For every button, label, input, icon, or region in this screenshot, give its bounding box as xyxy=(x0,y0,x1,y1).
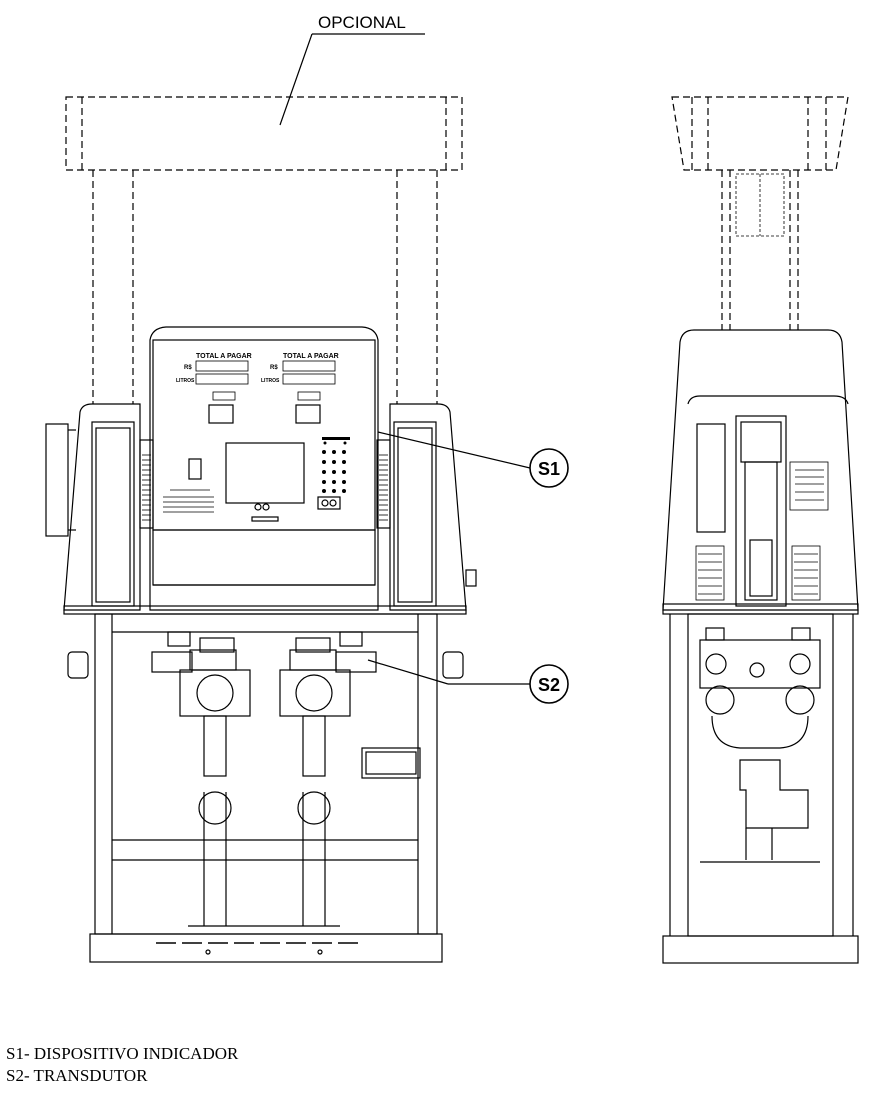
meter-right xyxy=(279,631,377,926)
side-fittings xyxy=(67,651,464,679)
side-body xyxy=(662,329,859,964)
left-cabinet xyxy=(45,403,154,611)
side-optional-canopy xyxy=(671,96,849,404)
liters-label-left: LITROS xyxy=(176,378,195,384)
currency-label-left: R$ xyxy=(184,365,192,371)
callout-s1-label: S1 xyxy=(538,459,560,479)
side-hose xyxy=(696,423,726,533)
left-vent xyxy=(142,454,151,521)
optional-leader xyxy=(279,33,425,126)
total-heading-left: TOTAL A PAGAR xyxy=(196,353,252,360)
info-lines xyxy=(163,489,214,513)
side-canopy-vent xyxy=(735,173,785,237)
liters-label-right: LITROS xyxy=(261,378,280,384)
callout-s1 xyxy=(377,431,569,488)
digit-displays xyxy=(195,360,336,401)
optional-canopy xyxy=(65,96,463,408)
side-nozzle xyxy=(735,415,787,607)
card-screen xyxy=(188,442,305,504)
side-view xyxy=(662,96,859,964)
total-heading-right: TOTAL A PAGAR xyxy=(283,353,339,360)
currency-label-right: R$ xyxy=(270,365,278,371)
display-panel: TOTAL A PAGAR TOTAL A PAGAR R$ R$ LITROS… xyxy=(176,353,339,384)
keypad-frame xyxy=(251,496,341,522)
hydraulic-frame xyxy=(63,605,467,963)
meter-left xyxy=(151,631,251,926)
keypad xyxy=(322,437,350,493)
side-vents xyxy=(695,545,821,601)
base-holes xyxy=(205,949,323,955)
right-vent xyxy=(379,454,388,521)
nozzle-buttons xyxy=(208,404,321,424)
right-cabinet xyxy=(376,403,477,611)
optional-label: OPCIONAL xyxy=(318,13,406,32)
legend: S1- DISPOSITIVO INDICADOR S2- TRANSDUTOR xyxy=(6,1043,238,1087)
callout-s2-label: S2 xyxy=(538,675,560,695)
legend-item-s2: S2- TRANSDUTOR xyxy=(6,1066,148,1085)
side-plate xyxy=(789,461,829,511)
junction-box xyxy=(361,747,421,779)
legend-item-s1: S1- DISPOSITIVO INDICADOR xyxy=(6,1044,239,1063)
front-view: OPCIONAL TOTAL A PAGAR TOTAL A PAGAR R$ … xyxy=(45,13,569,963)
side-hydraulics xyxy=(699,627,821,863)
display-head xyxy=(149,326,379,611)
callout-s2 xyxy=(367,659,569,704)
